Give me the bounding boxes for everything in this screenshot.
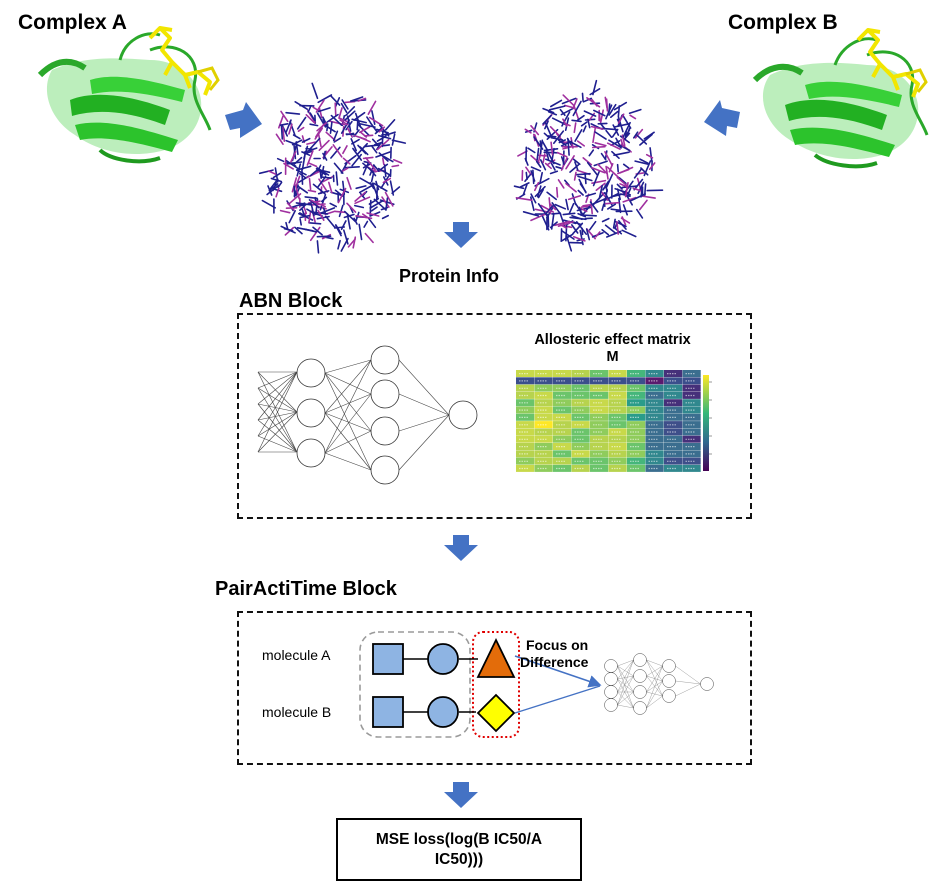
- mse-loss-box: MSE loss(log(B IC50/A IC50))): [336, 818, 582, 881]
- allosteric-matrix-heatmap: [516, 370, 701, 472]
- allosteric-matrix-title: Allosteric effect matrix M: [505, 332, 720, 366]
- focus-label-line1: Focus on: [526, 637, 589, 653]
- complex-b-label: Complex B: [728, 11, 838, 34]
- arrow-a-to-sticks-icon: [225, 102, 262, 138]
- molecule-b-square-group: [372, 696, 404, 728]
- molecule-a-triangle-group: [476, 637, 516, 678]
- arrow-down-to-protein-info-icon: [444, 222, 478, 248]
- shared-scaffold-box: [359, 631, 471, 738]
- difference-arrow-b: [514, 685, 601, 714]
- molecule-a-label: molecule A: [262, 647, 331, 663]
- abn-block-frame: [237, 313, 752, 519]
- pairactitime-block-frame: [237, 611, 752, 765]
- allosteric-matrix-title-line1: Allosteric effect matrix: [534, 332, 691, 348]
- abn-block-title: ABN Block: [239, 290, 343, 312]
- molecule-a-square-group: [372, 643, 404, 675]
- focus-on-difference-label: Focus on Difference: [520, 637, 588, 671]
- molecule-b-label: molecule B: [262, 704, 332, 720]
- abn-neural-network: [257, 345, 478, 485]
- arrow-b-to-sticks-icon: [704, 100, 740, 136]
- focus-label-line2: Difference: [520, 654, 589, 670]
- pairactitime-block-title: PairActiTime Block: [215, 578, 397, 600]
- complex-a-protein-image: [37, 26, 220, 164]
- molecule-b-diamond-group: [476, 693, 516, 733]
- difference-arrow-a: [514, 655, 602, 688]
- pairactitime-neural-network: [604, 653, 714, 715]
- molecule-b-circle-group: [427, 696, 459, 728]
- allosteric-matrix-title-line2: M: [606, 349, 619, 365]
- mse-loss-line2: IC50))): [434, 850, 484, 868]
- complex-b-protein-image: [752, 28, 929, 169]
- arrow-down-to-loss-icon: [444, 782, 478, 808]
- complex-a-label: Complex A: [18, 11, 127, 34]
- molecule-a-circle-group: [427, 643, 459, 675]
- mse-loss-line1: MSE loss(log(B IC50/A: [375, 830, 543, 848]
- complex-a-stick-model: [258, 82, 407, 254]
- protein-info-label: Protein Info: [399, 266, 499, 286]
- arrow-down-to-pairactitime-icon: [444, 535, 478, 561]
- heatmap-colorbar: [703, 375, 709, 471]
- complex-b-stick-model: [513, 79, 664, 252]
- difference-highlight-box: [472, 631, 520, 738]
